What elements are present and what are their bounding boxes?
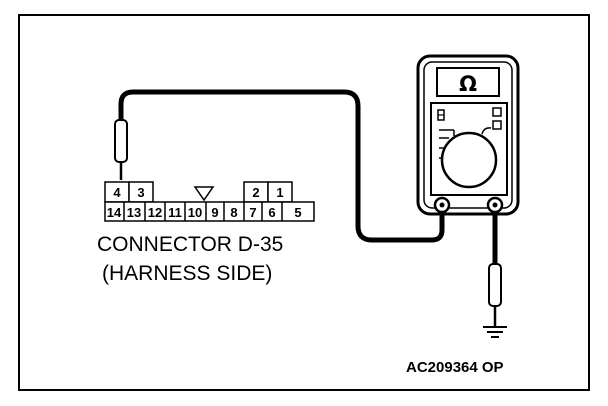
connector-d35: 4 3 2 1 14 13 12 11 10 9 8 7 6 5: [104, 181, 315, 222]
pin-2: 2: [252, 185, 259, 200]
pin-11: 11: [168, 205, 182, 220]
pin-10: 10: [188, 205, 202, 220]
ohm-symbol: Ω: [459, 72, 477, 96]
pin-6: 6: [268, 205, 275, 220]
pin-12: 12: [148, 205, 162, 220]
pin-3: 3: [137, 185, 144, 200]
rotary-dial: [440, 131, 498, 189]
connector-probe: [114, 119, 128, 180]
pin-4: 4: [113, 185, 121, 200]
pin-8: 8: [230, 205, 237, 220]
pin-13: 13: [127, 205, 141, 220]
connector-key-triangle: [193, 186, 215, 202]
pin-5: 5: [294, 205, 301, 220]
multimeter-display: [436, 67, 500, 97]
connector-label: CONNECTOR D-35: [97, 233, 283, 256]
ground-probe: [488, 263, 502, 326]
connector-side-label: (HARNESS SIDE): [102, 262, 272, 285]
test-lead-wire: [118, 89, 445, 243]
pin-9: 9: [211, 205, 218, 220]
multimeter: Ω: [416, 54, 520, 216]
diagram-frame: [18, 14, 590, 391]
ground-icon: [483, 326, 507, 338]
pin-14: 14: [107, 205, 122, 220]
figure-code: AC209364 OP: [406, 359, 504, 376]
pin-7: 7: [249, 205, 256, 220]
pin-1: 1: [276, 185, 283, 200]
